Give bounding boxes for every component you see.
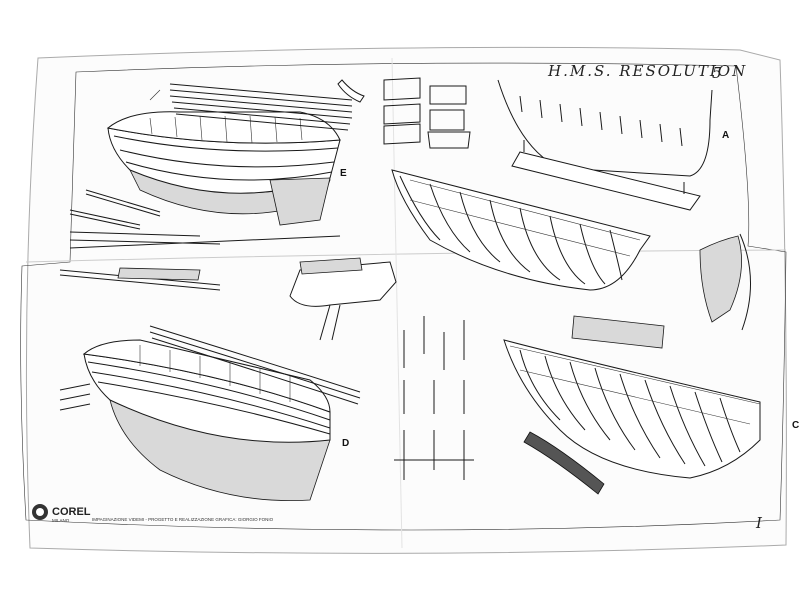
label-d: D [342,438,349,449]
corel-logo: COREL MILANO [32,504,91,523]
page-mark: I [755,514,764,532]
frame-skeleton-diagram [391,169,651,291]
keel-frame-diagram-a [497,79,713,211]
sheet-title: H.M.S. RESOLUTION [547,62,747,80]
brand-city: MILANO [52,518,70,523]
fold-line-horizontal [25,249,787,263]
label-e: E [340,168,347,179]
label-a: A [722,130,729,141]
frame-templates-top [337,77,471,149]
stem-assembly [289,257,397,341]
hull-frames-diagram-c [503,315,761,495]
hull-planking-diagram-d [59,325,361,501]
post-details [394,316,474,480]
sheet-border [20,62,787,531]
brand-name: COREL [52,506,91,518]
stern-piece [699,235,742,323]
label-c: C [792,420,799,431]
hull-planking-diagram-e [106,83,353,226]
stern-piece-outline [739,233,752,331]
sheet-number: 5 [712,64,724,82]
designer-credit: IMPAGINAZIONE VIDEMI - PROGETTO E REALIZ… [92,517,274,522]
batten-strips [59,189,341,291]
